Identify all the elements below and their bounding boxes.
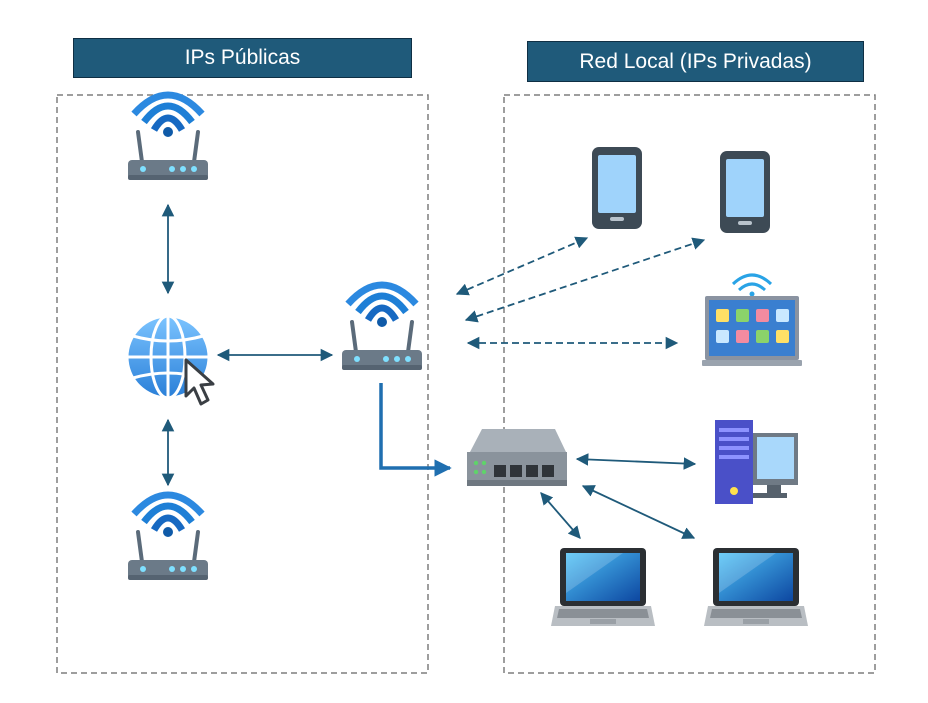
router-wifi-icon xyxy=(342,285,422,370)
public-ips-title: IPs Públicas xyxy=(184,46,301,69)
wireless-link-phone-2 xyxy=(464,237,706,323)
desktop-computer-icon xyxy=(715,420,798,504)
network-switch-icon xyxy=(467,429,567,486)
public-zone xyxy=(56,94,429,674)
public-ips-header: IPs Públicas xyxy=(73,38,412,78)
laptop-icon xyxy=(704,548,808,626)
globe-cursor-icon xyxy=(125,314,215,406)
router-wifi-icon xyxy=(128,95,208,180)
link-switch-laptop-2 xyxy=(581,485,696,539)
smartphone-icon xyxy=(720,151,770,233)
smart-tv-icon xyxy=(702,273,802,366)
router-wifi-icon xyxy=(128,495,208,580)
private-zone xyxy=(503,94,876,674)
smartphone-icon xyxy=(592,147,642,229)
link-gateway-switch xyxy=(379,383,452,477)
link-switch-laptop-1 xyxy=(540,492,581,539)
link-switch-desktop xyxy=(575,453,697,470)
wireless-link-phone-1 xyxy=(455,236,589,296)
private-network-title: Red Local (IPs Privadas) xyxy=(579,49,812,73)
private-network-header: Red Local (IPs Privadas) xyxy=(527,41,864,82)
laptop-icon xyxy=(551,548,655,626)
